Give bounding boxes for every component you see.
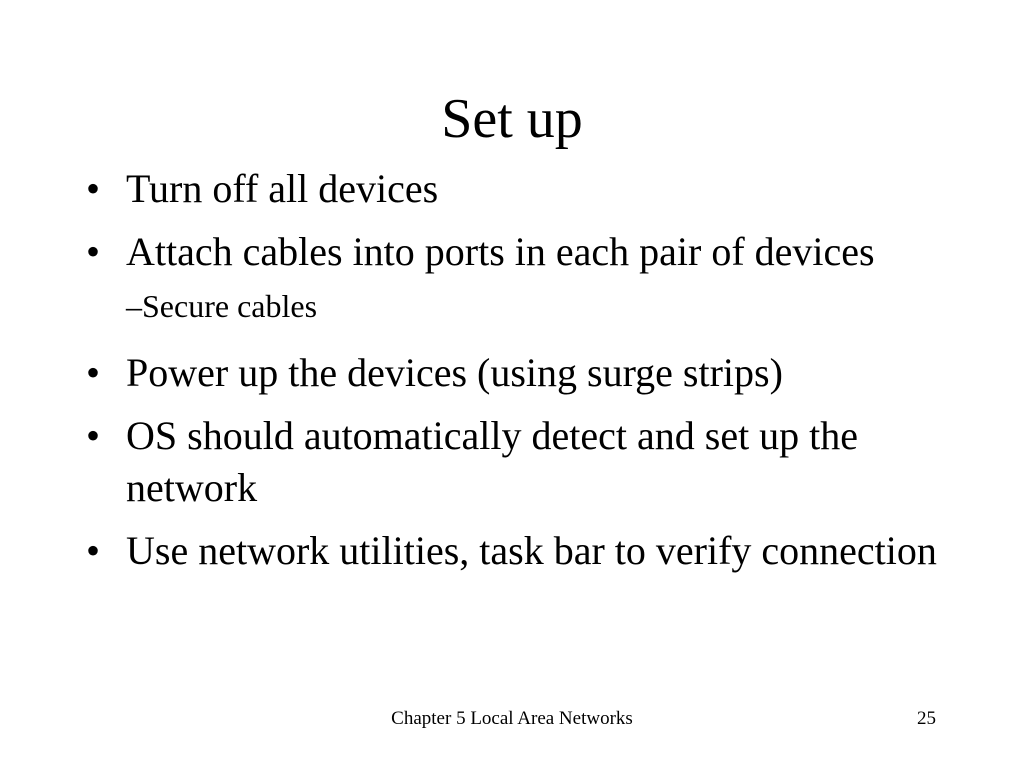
slide-title: Set up [441, 88, 583, 150]
footer-chapter: Chapter 5 Local Area Networks [391, 708, 633, 729]
bullet-list: • Turn off all devices • Attach cables i… [84, 163, 944, 588]
bullet-marker: • [86, 229, 101, 274]
bullet-text: Attach cables into ports in each pair of… [126, 229, 875, 274]
bullet-item: • Use network utilities, task bar to ver… [84, 525, 944, 577]
sub-bullet-text: Secure cables [142, 288, 318, 324]
bullet-item: • OS should automatically detect and set… [84, 410, 944, 514]
sub-bullet-item: – Secure cables [84, 285, 944, 327]
bullet-marker: • [86, 413, 101, 458]
bullet-text: Power up the devices (using surge strips… [126, 350, 783, 395]
bullet-text: Turn off all devices [126, 166, 439, 211]
bullet-marker: • [86, 166, 101, 211]
bullet-item: • Attach cables into ports in each pair … [84, 226, 944, 278]
bullet-marker: • [86, 350, 101, 395]
bullet-marker: • [86, 528, 101, 573]
bullet-item: • Power up the devices (using surge stri… [84, 347, 944, 399]
page-number: 25 [917, 708, 936, 729]
bullet-text: OS should automatically detect and set u… [126, 413, 859, 510]
bullet-item: • Turn off all devices [84, 163, 944, 215]
sub-bullet-marker: – [126, 288, 142, 324]
bullet-text: Use network utilities, task bar to verif… [126, 528, 937, 573]
